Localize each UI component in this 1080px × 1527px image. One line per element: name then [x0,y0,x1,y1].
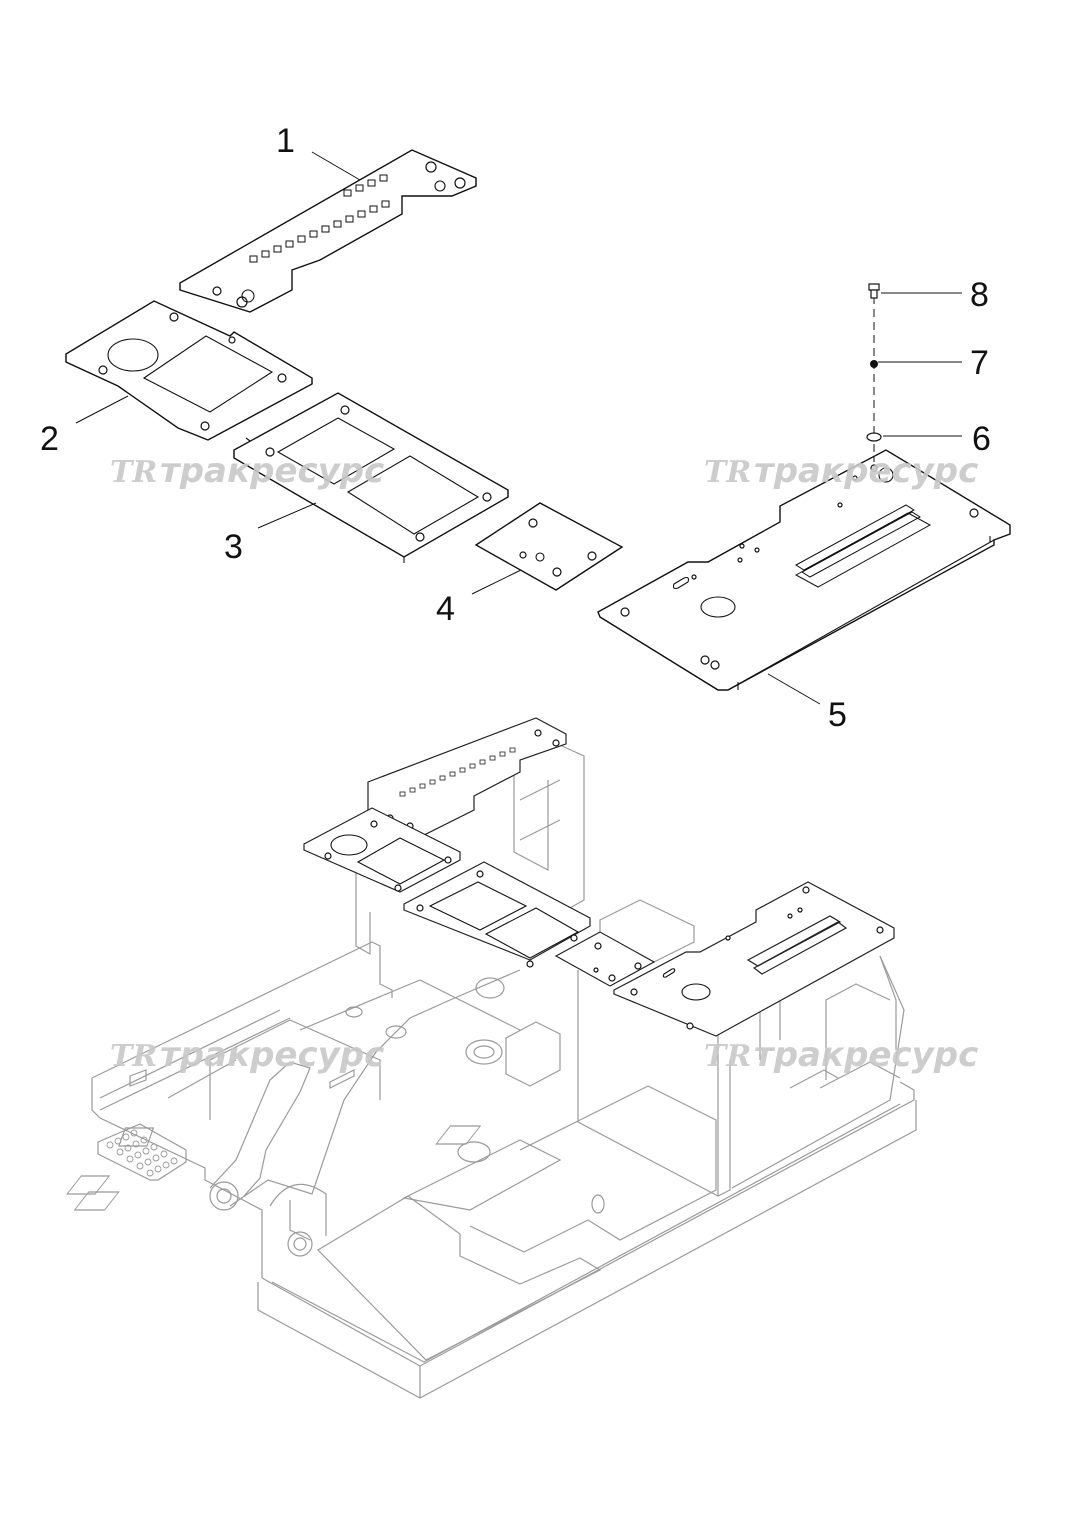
callout-3: 3 [224,528,243,566]
step-holes [106,1129,178,1177]
part-4-cover-plate [474,502,624,591]
callout-6: 6 [972,420,991,458]
leader-lines [75,151,962,705]
svg-text:TR: TR [704,1039,751,1074]
watermark-1: TR тракресурс [110,451,384,491]
watermark-4: TR тракресурс [704,1035,978,1075]
callout-1: 1 [276,122,295,160]
assembled-covers [303,717,905,1197]
watermark-2: TR тракресурс [704,451,978,491]
part-6-flat-washer [866,432,882,442]
part-1-cover-plate [179,149,477,313]
watermarks: TR тракресурс TR тракресурс TR тракресур… [110,451,978,1075]
part-5-cover-plate [597,449,1011,691]
part-2-cover-plate [65,300,313,441]
svg-text:тракресурс: тракресурс [754,451,978,491]
svg-text:TR: TR [704,455,751,490]
bolt-stack [866,283,882,462]
part-5-slots [794,504,932,588]
part-8-bolt [868,283,880,299]
callout-5: 5 [828,696,847,734]
part-7-lock-washer [870,360,878,368]
callout-8: 8 [970,276,989,314]
part-1-slots [249,174,390,263]
callout-2: 2 [40,420,59,458]
callout-labels: 1 2 3 4 5 6 7 8 [40,122,991,734]
svg-text:TR: TR [110,455,157,490]
callout-7: 7 [970,344,989,382]
part-3-cover-plate [233,392,509,563]
callout-4: 4 [436,590,455,628]
watermark-3: TR тракресурс [110,1035,384,1075]
svg-text:тракресурс: тракресурс [160,451,384,491]
svg-text:TR: TR [110,1039,157,1074]
svg-text:тракресурс: тракресурс [754,1035,978,1075]
base-frame [66,899,917,1399]
svg-text:тракресурс: тракресурс [160,1035,384,1075]
